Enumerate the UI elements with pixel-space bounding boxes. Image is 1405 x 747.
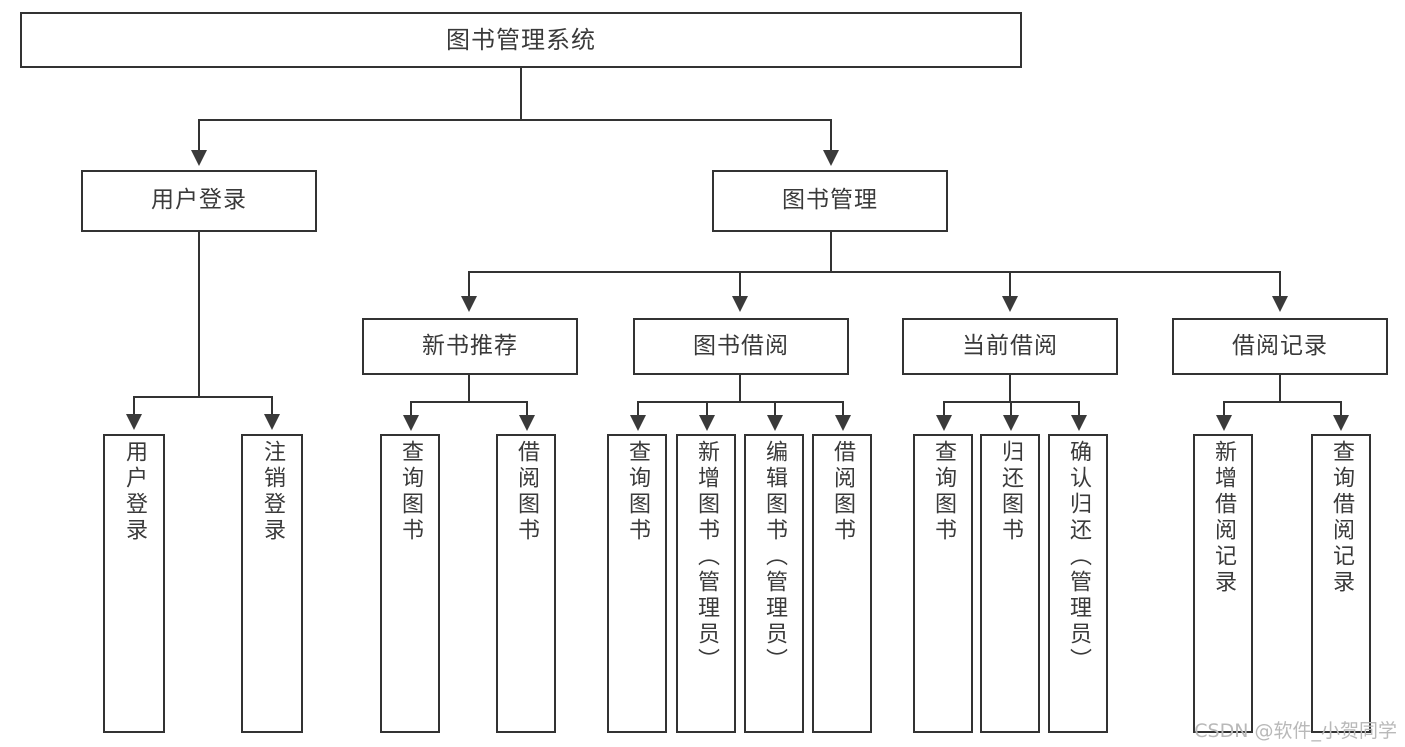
node-borrow-record[interactable]: 借阅记录 xyxy=(1172,318,1388,375)
node-current-borrow-label: 当前借阅 xyxy=(962,332,1058,359)
arrow-cb-leaf-2 xyxy=(1003,415,1019,431)
arrow-bb-leaf-1 xyxy=(630,415,646,431)
arrow-bm-to-new-book-recommend xyxy=(461,296,477,312)
leaf-borrow-book-2[interactable]: 借阅图书 xyxy=(812,434,872,733)
connector-book-manage-stem xyxy=(830,232,832,272)
arrow-bb-leaf-4 xyxy=(835,415,851,431)
leaf-add-record[interactable]: 新增借阅记录 xyxy=(1193,434,1253,733)
arrow-br-leaf-2 xyxy=(1333,415,1349,431)
arrow-nbr-leaf-1 xyxy=(403,415,419,431)
leaf-query-book-2-label: 查询图书 xyxy=(625,440,650,544)
node-root-label: 图书管理系统 xyxy=(446,25,596,54)
connector-cb-drop-3 xyxy=(1078,401,1080,419)
arrow-bm-to-borrow-record xyxy=(1272,296,1288,312)
node-book-manage[interactable]: 图书管理 xyxy=(712,170,948,232)
connector-user-login-drop-2 xyxy=(271,396,273,418)
arrow-cb-leaf-3 xyxy=(1071,415,1087,431)
connector-bm-drop-1 xyxy=(468,271,470,299)
node-user-login-label: 用户登录 xyxy=(151,187,247,214)
connector-nbr-bus xyxy=(410,401,527,403)
connector-cb-stem xyxy=(1009,375,1011,402)
node-user-login[interactable]: 用户登录 xyxy=(81,170,317,232)
leaf-confirm-return-label: 确认归还（管理员） xyxy=(1066,440,1091,674)
arrow-br-leaf-1 xyxy=(1216,415,1232,431)
leaf-query-book-2[interactable]: 查询图书 xyxy=(607,434,667,733)
connector-bb-drop-4 xyxy=(842,401,844,419)
connector-bb-stem xyxy=(739,375,741,402)
arrow-cb-leaf-1 xyxy=(936,415,952,431)
leaf-borrow-book-1[interactable]: 借阅图书 xyxy=(496,434,556,733)
leaf-borrow-book-2-label: 借阅图书 xyxy=(830,440,855,544)
connector-book-manage-bus xyxy=(468,271,1280,273)
leaf-logout[interactable]: 注销登录 xyxy=(241,434,303,733)
leaf-edit-book-label: 编辑图书（管理员） xyxy=(762,440,787,674)
arrow-bm-to-current-borrow xyxy=(1002,296,1018,312)
node-borrow-record-label: 借阅记录 xyxy=(1232,332,1328,359)
connector-nbr-stem xyxy=(468,375,470,402)
arrow-bb-leaf-2 xyxy=(699,415,715,431)
leaf-add-book-label: 新增图书（管理员） xyxy=(694,440,719,674)
leaf-edit-book[interactable]: 编辑图书（管理员） xyxy=(744,434,804,733)
connector-nbr-drop-1 xyxy=(410,401,412,419)
leaf-logout-label: 注销登录 xyxy=(260,440,285,544)
arrow-bb-leaf-3 xyxy=(767,415,783,431)
leaf-query-record[interactable]: 查询借阅记录 xyxy=(1311,434,1371,733)
leaf-query-book-1[interactable]: 查询图书 xyxy=(380,434,440,733)
node-current-borrow[interactable]: 当前借阅 xyxy=(902,318,1118,375)
leaf-add-record-label: 新增借阅记录 xyxy=(1211,440,1236,596)
leaf-confirm-return[interactable]: 确认归还（管理员） xyxy=(1048,434,1108,733)
connector-br-bus xyxy=(1223,401,1341,403)
leaf-query-book-3-label: 查询图书 xyxy=(931,440,956,544)
connector-user-login-drop-1 xyxy=(133,396,135,418)
connector-bb-drop-3 xyxy=(774,401,776,419)
connector-br-drop-1 xyxy=(1223,401,1225,419)
arrow-root-to-user-login xyxy=(191,150,207,166)
leaf-add-book[interactable]: 新增图书（管理员） xyxy=(676,434,736,733)
connector-root-stem xyxy=(520,68,522,120)
leaf-user-login-label: 用户登录 xyxy=(122,440,147,544)
connector-br-stem xyxy=(1279,375,1281,402)
node-root[interactable]: 图书管理系统 xyxy=(20,12,1022,68)
connector-bm-drop-2 xyxy=(739,271,741,299)
connector-br-drop-2 xyxy=(1340,401,1342,419)
connector-cb-drop-1 xyxy=(943,401,945,419)
leaf-query-record-label: 查询借阅记录 xyxy=(1329,440,1354,596)
connector-user-login-bus xyxy=(133,396,272,398)
leaf-return-book[interactable]: 归还图书 xyxy=(980,434,1040,733)
connector-root-bus xyxy=(198,119,832,121)
connector-bb-drop-2 xyxy=(706,401,708,419)
connector-bm-drop-3 xyxy=(1009,271,1011,299)
arrow-user-login-leaf-1 xyxy=(126,414,142,430)
connector-bb-drop-1 xyxy=(637,401,639,419)
leaf-query-book-1-label: 查询图书 xyxy=(398,440,423,544)
arrow-nbr-leaf-2 xyxy=(519,415,535,431)
connector-root-to-user-login xyxy=(198,119,200,153)
node-book-borrow-label: 图书借阅 xyxy=(693,332,789,359)
connector-bb-bus xyxy=(637,401,844,403)
leaf-query-book-3[interactable]: 查询图书 xyxy=(913,434,973,733)
connector-root-to-book-manage xyxy=(830,119,832,153)
node-new-book-recommend[interactable]: 新书推荐 xyxy=(362,318,578,375)
arrow-root-to-book-manage xyxy=(823,150,839,166)
leaf-user-login[interactable]: 用户登录 xyxy=(103,434,165,733)
node-book-borrow[interactable]: 图书借阅 xyxy=(633,318,849,375)
leaf-return-book-label: 归还图书 xyxy=(998,440,1023,544)
connector-user-login-stem xyxy=(198,232,200,397)
connector-nbr-drop-2 xyxy=(526,401,528,419)
arrow-bm-to-book-borrow xyxy=(732,296,748,312)
connector-cb-drop-2 xyxy=(1010,401,1012,419)
leaf-borrow-book-1-label: 借阅图书 xyxy=(514,440,539,544)
node-book-manage-label: 图书管理 xyxy=(782,187,878,214)
node-new-book-recommend-label: 新书推荐 xyxy=(422,332,518,359)
arrow-user-login-leaf-2 xyxy=(264,414,280,430)
connector-bm-drop-4 xyxy=(1279,271,1281,299)
